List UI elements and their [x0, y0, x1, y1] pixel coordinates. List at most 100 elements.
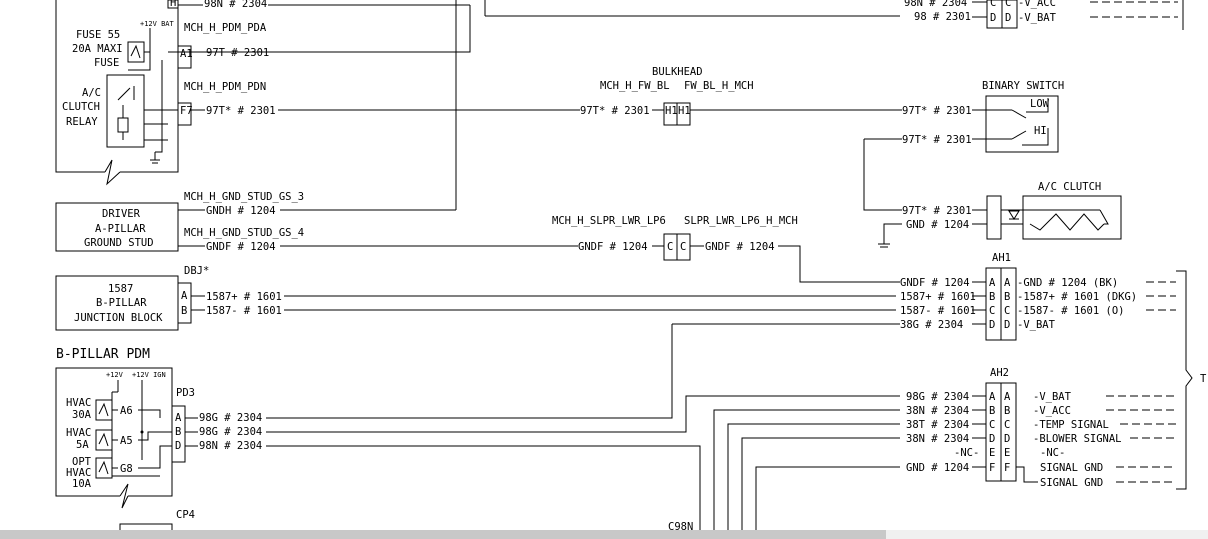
driver-stud-box [55, 202, 179, 252]
ah1-pin: B [1004, 291, 1010, 303]
ah1-pin: C [989, 305, 995, 317]
bulkhead-wire-left: 97T* # 2301 [580, 105, 650, 117]
ah1-wire-left: GNDF # 1204 [900, 277, 970, 289]
ah2-pin: B [1004, 405, 1010, 417]
svg-text:C: C [667, 241, 673, 253]
pd3-label: PD3 [176, 387, 195, 399]
horizontal-scrollbar-thumb[interactable] [0, 530, 886, 539]
pda-label: MCH_H_PDM_PDA [184, 22, 267, 34]
stud3-wire: GNDH # 1204 [206, 205, 276, 217]
ah2-wire-left: 98G # 2304 [906, 391, 969, 403]
top-wire-1: 98N # 2304 [204, 0, 267, 10]
bulkhead-left-label: MCH_H_FW_BL [600, 80, 670, 92]
cp4-label: CP4 [176, 509, 195, 521]
ah2-pin: F [989, 462, 995, 474]
svg-text:G8: G8 [120, 463, 133, 475]
ah2-wire-right: SIGNAL GND [1040, 462, 1103, 474]
ah1-wire-right: -1587+ # 1601 (DKG) [1017, 291, 1137, 303]
ah2-wire-left: -NC- [954, 447, 979, 459]
pda-wire: 97T # 2301 [206, 47, 269, 59]
ah1-pin: A [1004, 277, 1011, 289]
top-pin-h: H [170, 0, 176, 9]
svg-text:HVAC: HVAC [66, 427, 91, 439]
svg-text:RELAY: RELAY [66, 116, 98, 128]
acrelay-symbol [106, 74, 145, 148]
ah1-wire-right: -V_BAT [1017, 319, 1056, 331]
binary-low: LOW [1030, 98, 1050, 110]
ah1-pin: A [989, 277, 996, 289]
ah1-pin: B [989, 291, 995, 303]
svg-text:A5: A5 [120, 435, 133, 447]
binary-switch-box [985, 95, 1059, 153]
top-wire-2: 98N # 2304 [904, 0, 967, 9]
ah2-wire-left: GND # 1204 [906, 462, 969, 474]
lp6-wire-left: GNDF # 1204 [578, 241, 648, 253]
svg-text:30A: 30A [72, 409, 92, 421]
svg-text:A6: A6 [120, 405, 133, 417]
dbj-label: DBJ* [184, 265, 209, 277]
svg-text:D: D [175, 440, 181, 452]
t-label: T [1200, 373, 1207, 385]
svg-text:C: C [1005, 0, 1011, 9]
svg-text:GROUND STUD: GROUND STUD [84, 237, 154, 249]
svg-text:HVAC: HVAC [66, 467, 91, 479]
pdn-pin: F7 [180, 105, 193, 117]
svg-text:A-PILLAR: A-PILLAR [95, 223, 146, 235]
ah2-label: AH2 [990, 367, 1009, 379]
svg-text:D: D [1005, 12, 1011, 24]
ah1-wire-right: -1587- # 1601 (O) [1017, 305, 1124, 317]
ah1-pin: C [1004, 305, 1010, 317]
ah2-pin: F [1004, 462, 1010, 474]
bpdm-12v: +12V [106, 371, 124, 379]
right-bracket: T [1176, 270, 1207, 490]
dbj-wire-b: 1587- # 1601 [206, 305, 282, 317]
clutch-wire-2: GND # 1204 [906, 219, 969, 231]
binary-switch: BINARY SWITCH 97T* # 2301 97T* # 2301 LO… [863, 80, 1064, 211]
pdn-connector: MCH_H_PDM_PDN F7 97T* # 2301 [177, 81, 580, 126]
bulkhead-connector: BULKHEAD MCH_H_FW_BL FW_BL_H_MCH 97T* # … [580, 66, 902, 126]
svg-text:C: C [680, 241, 686, 253]
svg-text:A: A [175, 412, 182, 424]
lp6-right-label: SLPR_LWR_LP6_H_MCH [684, 215, 798, 227]
pd3-wire-a: 98G # 2304 [199, 412, 262, 424]
ah2-pin: C [1004, 419, 1010, 431]
top-out-vbat: -V_BAT [1018, 12, 1057, 24]
bulkhead-right-label: FW_BL_H_MCH [684, 80, 754, 92]
ah2-wire-right: -V_BAT [1033, 391, 1072, 403]
svg-text:D: D [990, 12, 996, 24]
bpdm-12v-ign: +12V IGN [132, 371, 166, 379]
svg-text:1587: 1587 [108, 283, 133, 295]
junction-block: 1587 B-PILLAR JUNCTION BLOCK DBJ* A B 15… [55, 265, 896, 331]
ac-clutch-box [1022, 195, 1122, 240]
binary-hi: HI [1034, 125, 1047, 137]
binary-wire-1: 97T* # 2301 [902, 105, 972, 117]
ah1-pin: D [1004, 319, 1010, 331]
bulkhead-title: BULKHEAD [652, 66, 703, 78]
ah2-wire-right: -NC- [1040, 447, 1065, 459]
stud4-label: MCH_H_GND_STUD_GS_4 [184, 227, 304, 239]
bulkhead-pin-left: H1 [665, 105, 678, 117]
top-wire-3: 98 # 2301 [914, 11, 971, 23]
lp6-left-label: MCH_H_SLPR_LWR_LP6 [552, 215, 666, 227]
svg-text:20A MAXI: 20A MAXI [72, 43, 123, 55]
ah2-wire-right: -TEMP SIGNAL [1033, 419, 1109, 431]
ah1-pin: D [989, 319, 995, 331]
svg-text:C: C [990, 0, 996, 9]
clutch-wire-1: 97T* # 2301 [902, 205, 972, 217]
ah2-pin: E [989, 447, 995, 459]
ah2-pin: D [1004, 433, 1010, 445]
ac-clutch: A/C CLUTCH 97T* # 2301 GND # 1204 [878, 181, 1122, 248]
dbj-wire-a: 1587+ # 1601 [206, 291, 282, 303]
fuse55-label: FUSE 55 [76, 29, 120, 41]
binary-switch-title: BINARY SWITCH [982, 80, 1064, 92]
ah1-wire-right: -GND # 1204 (BK) [1017, 277, 1118, 289]
ah2-wire-right: -BLOWER SIGNAL [1033, 433, 1122, 445]
svg-text:5A: 5A [76, 439, 89, 451]
svg-text:10A: 10A [72, 478, 92, 490]
pd3-wire-b: 98G # 2304 [199, 426, 262, 438]
mch-pdm-block: FUSE 55 20A MAXI FUSE +12V BAT A/C CLUTC… [55, 0, 179, 186]
lp6-connector: MCH_H_SLPR_LWR_LP6 SLPR_LWR_LP6_H_MCH GN… [552, 215, 900, 283]
ah2-wire-left: 38N # 2304 [906, 405, 969, 417]
